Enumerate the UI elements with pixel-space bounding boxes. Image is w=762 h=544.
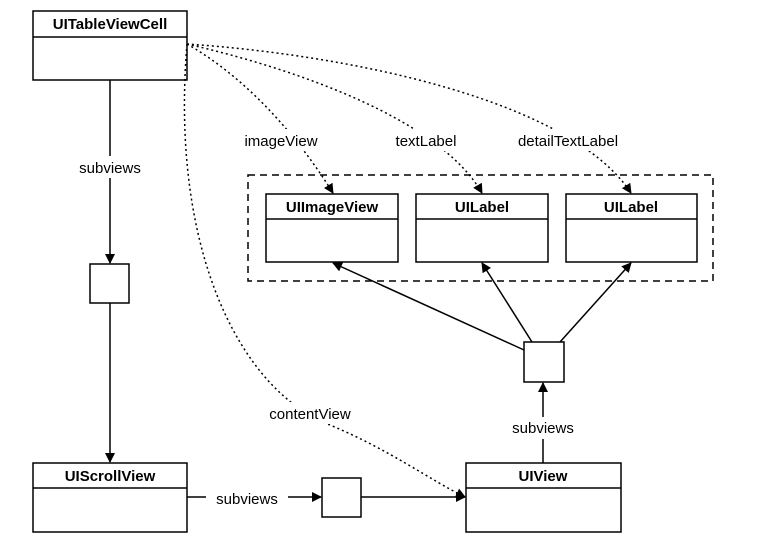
class-uitableviewcell: UITableViewCell xyxy=(32,10,188,81)
label-textlabel: textLabel xyxy=(396,133,457,150)
label-contentview: contentView xyxy=(269,406,351,423)
collection-box-view xyxy=(523,341,565,383)
edge-textlabel-property xyxy=(186,43,483,194)
edge-imageview-property xyxy=(186,43,334,194)
label-detailtextlabel: detailTextLabel xyxy=(518,133,618,150)
edge-detailtextlabel-property xyxy=(186,43,632,194)
edge-to-uiimageview xyxy=(332,262,525,351)
label-cell-subviews: subviews xyxy=(79,160,141,177)
uilabel-text-title: UILabel xyxy=(455,199,509,216)
collection-box-cell xyxy=(89,263,130,304)
label-imageview: imageView xyxy=(244,133,317,150)
collection-box-scroll xyxy=(321,477,362,518)
content-subviews-group xyxy=(247,174,714,282)
class-uiview: UIView xyxy=(465,462,622,533)
uiview-title: UIView xyxy=(519,468,568,485)
edge-to-uilabel-detail xyxy=(559,262,632,343)
uiimageview-title: UIImageView xyxy=(286,199,379,216)
label-view-subviews: subviews xyxy=(512,420,574,437)
uilabel-detail-title: UILabel xyxy=(604,199,658,216)
class-uiimageview: UIImageView xyxy=(265,193,399,263)
edge-to-uilabel-text xyxy=(481,262,533,343)
uiscrollview-title: UIScrollView xyxy=(65,468,156,485)
edge-contentview-property xyxy=(183,43,466,498)
uitableviewcell-title: UITableViewCell xyxy=(53,16,168,33)
class-uilabel-detail: UILabel xyxy=(565,193,698,263)
label-scroll-subviews: subviews xyxy=(216,491,278,508)
class-uiscrollview: UIScrollView xyxy=(32,462,188,533)
class-uilabel-text: UILabel xyxy=(415,193,549,263)
